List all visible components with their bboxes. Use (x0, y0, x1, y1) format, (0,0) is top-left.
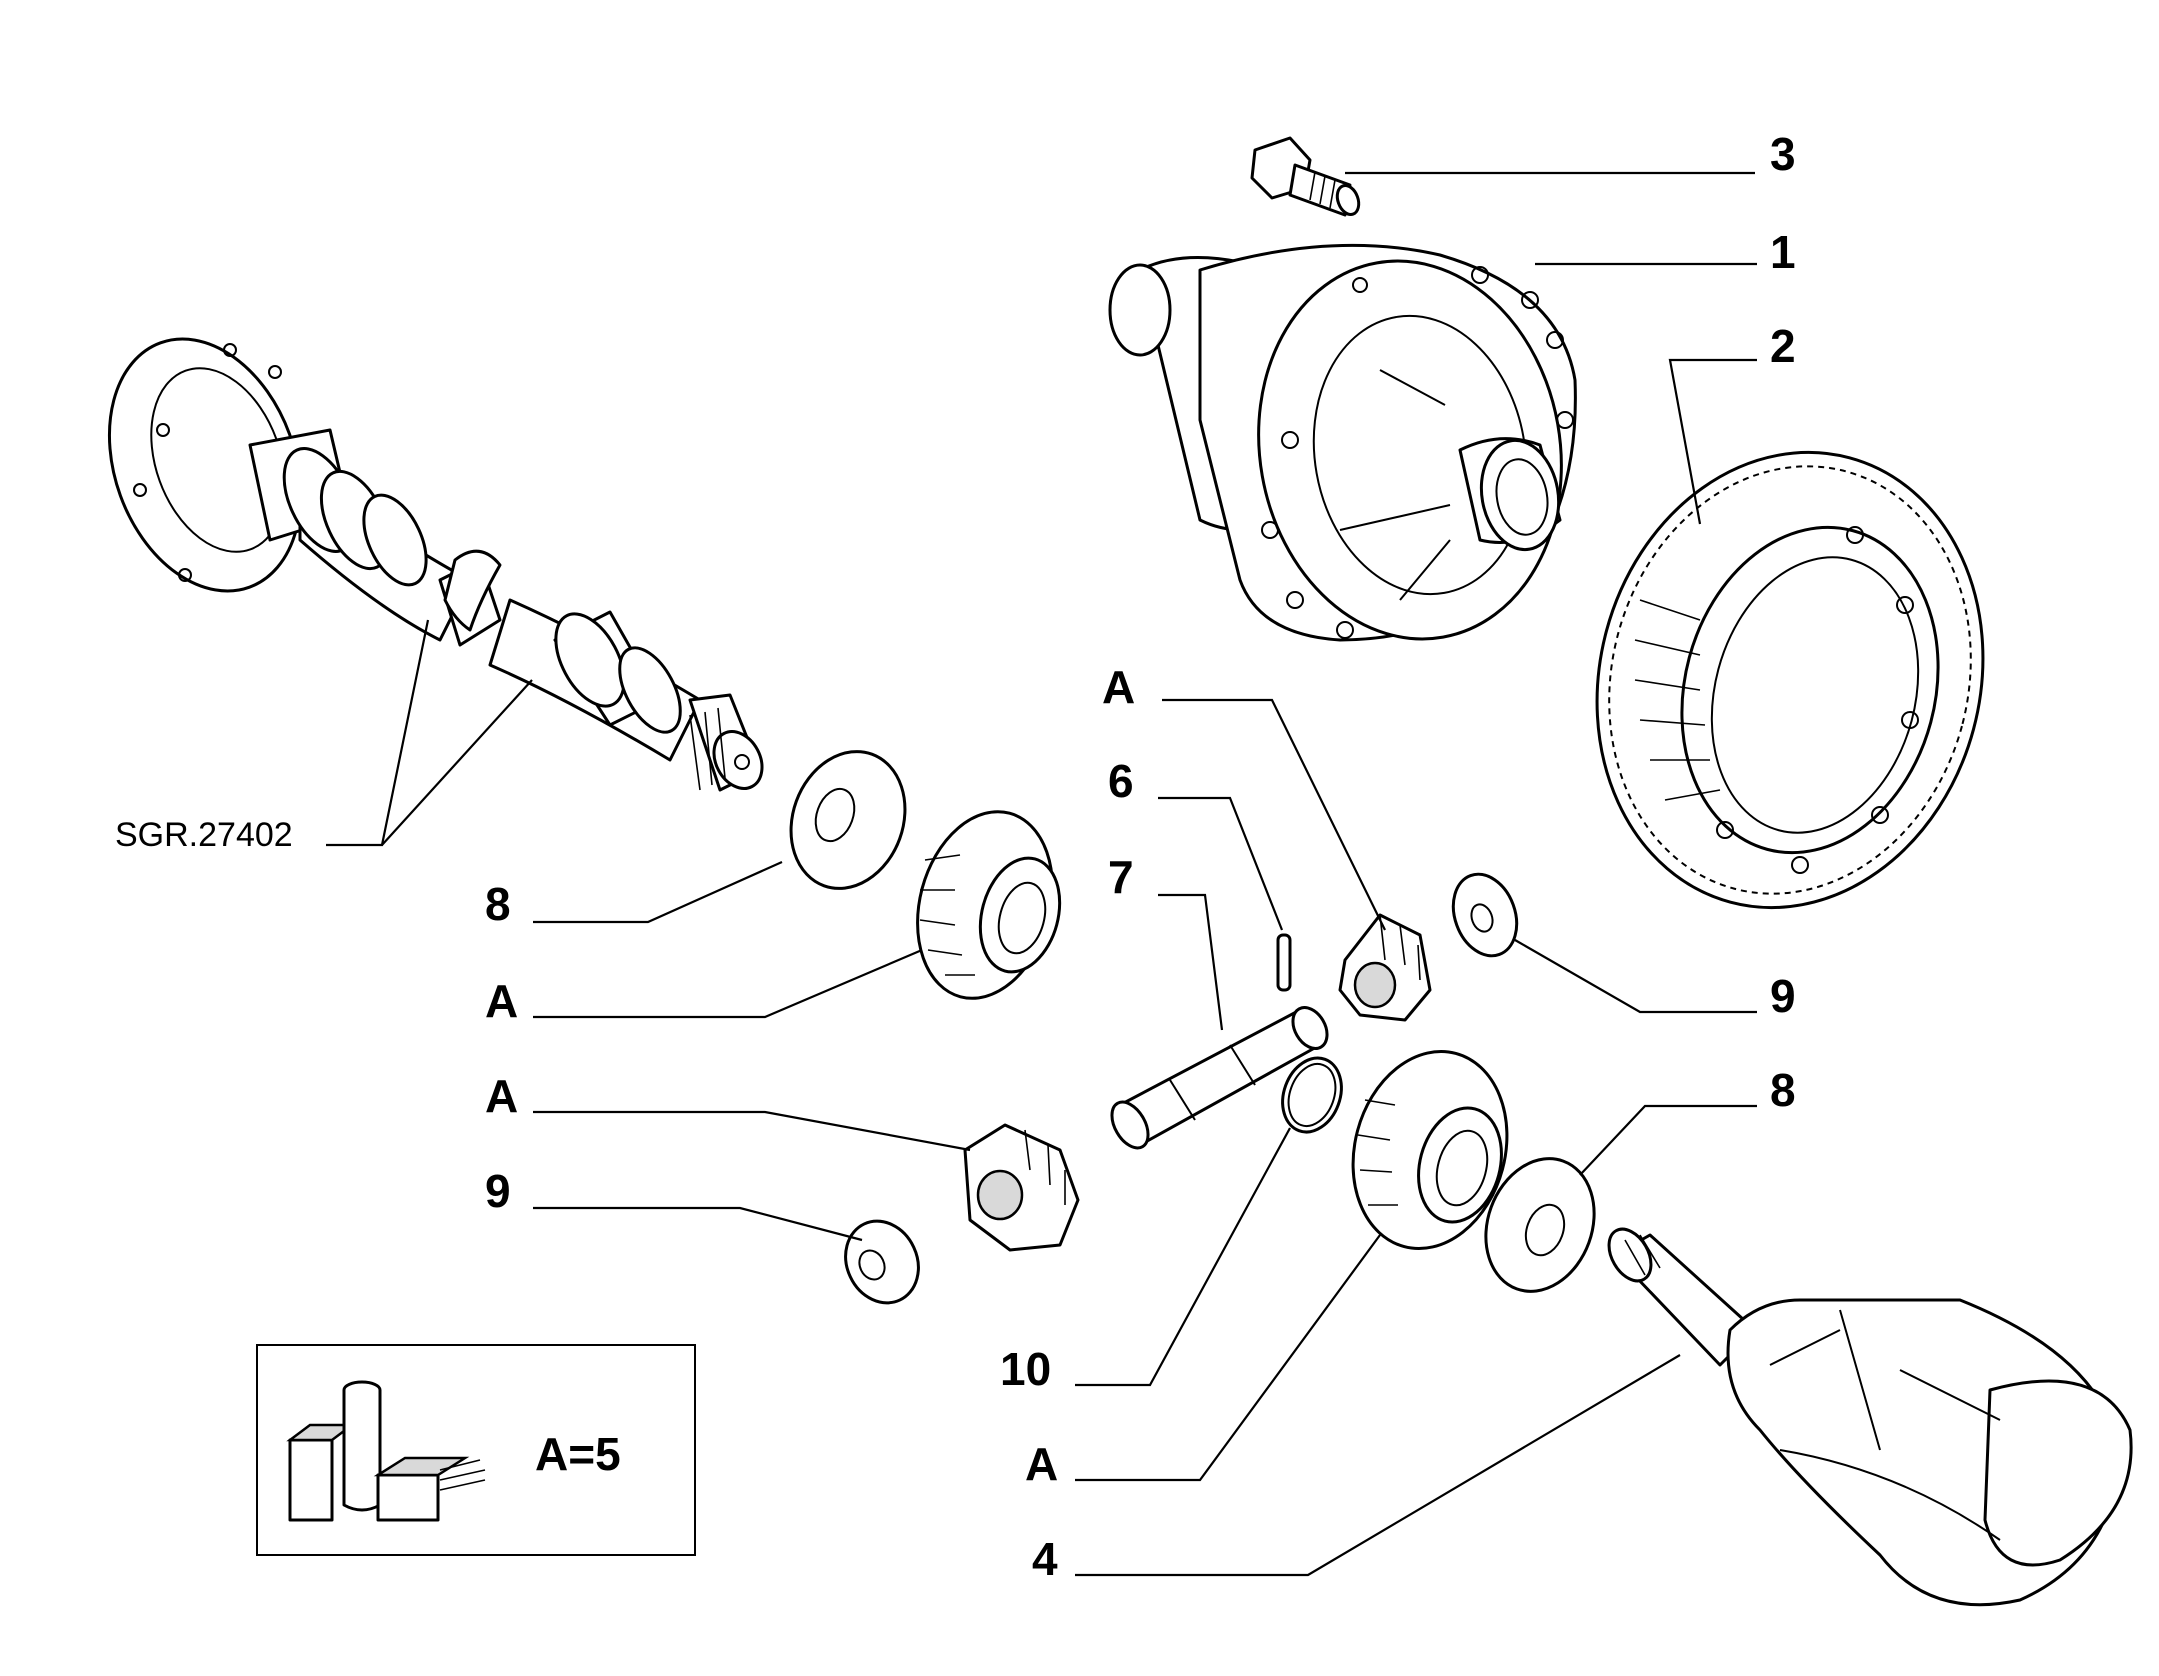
callout-4: 4 (1032, 1533, 1058, 1585)
callout-a-left-lower: A (485, 1070, 518, 1122)
satellite-gear-lower (963, 1123, 1080, 1252)
callout-8-left: 8 (485, 878, 511, 930)
reference-code: SGR.27402 (115, 816, 293, 854)
callout-6: 6 (1108, 755, 1134, 807)
callout-7: 7 (1108, 851, 1134, 903)
callout-1: 1 (1770, 226, 1796, 278)
callout-9-left: 9 (485, 1165, 511, 1217)
leader-lines (326, 171, 1757, 1577)
satellite-gear-upper (1338, 913, 1432, 1022)
left-drive-shaft (107, 337, 764, 792)
planetary-gear-right (1351, 1049, 1509, 1251)
pinion-shaft (1110, 1006, 1329, 1150)
callout-10: 10 (1000, 1343, 1051, 1395)
bolt (1250, 136, 1361, 217)
callout-a-left-upper: A (485, 975, 518, 1027)
tripod-joint-housing (1607, 1227, 2133, 1607)
planetary-gear-left (916, 810, 1062, 1000)
callout-8-right: 8 (1770, 1064, 1796, 1116)
thrust-washer-right (1484, 1157, 1596, 1293)
thrust-washer-small-left (844, 1219, 920, 1305)
crown-ring-gear (1595, 450, 1985, 910)
callout-a-top: A (1102, 661, 1135, 713)
legend-box: A=5 (256, 1344, 696, 1556)
thrust-washer-small-right (1451, 872, 1519, 958)
callout-9-right: 9 (1770, 970, 1796, 1022)
differential-housing (1108, 243, 1577, 642)
thrust-washer-left (789, 750, 907, 890)
fiat-parts-boxes-icon (286, 1380, 486, 1522)
callout-a-bottom: A (1025, 1438, 1058, 1490)
legend-quantity-text: A=5 (535, 1428, 621, 1480)
lock-pin (1276, 933, 1292, 992)
callout-2: 2 (1770, 320, 1796, 372)
callout-3: 3 (1770, 128, 1796, 180)
snap-ring (1281, 1056, 1343, 1134)
